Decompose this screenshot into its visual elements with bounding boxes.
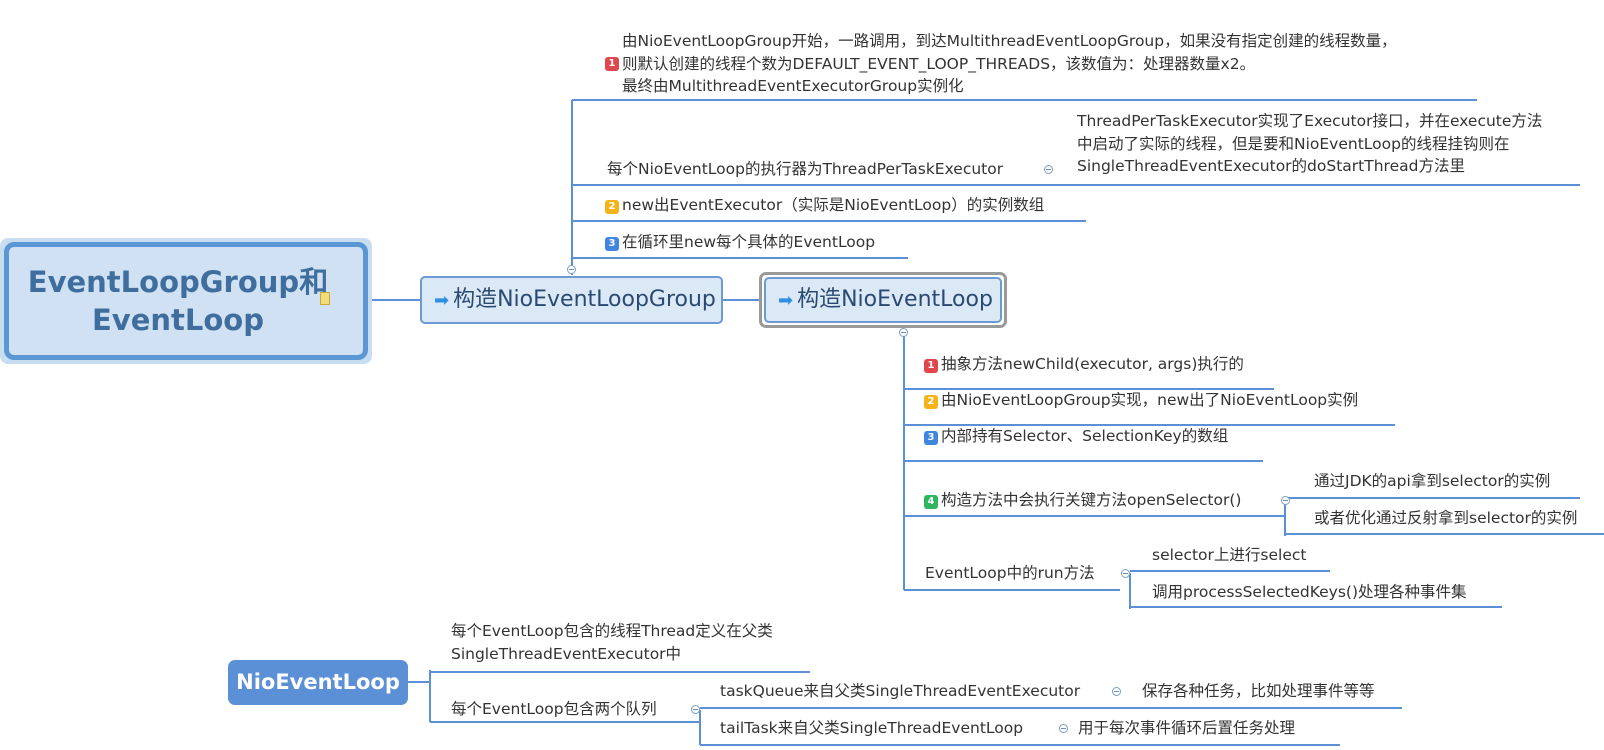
loop-run-a: selector上进行select	[1152, 546, 1307, 564]
marker-1-icon: 1	[605, 57, 619, 71]
nio-task-queue: taskQueue来自父类SingleThreadEventExecutor	[720, 682, 1081, 700]
group-step1-text: 由NioEventLoopGroup开始，一路调用，到达MultithreadE…	[622, 32, 1397, 95]
loop-step4-text: 构造方法中会执行关键方法openSelector()	[941, 491, 1242, 509]
collapse-queues-icon[interactable]	[691, 705, 700, 714]
collapse-group-icon[interactable]	[567, 265, 576, 274]
group-executor-detail: ThreadPerTaskExecutor实现了Executor接口，并在exe…	[1077, 112, 1543, 175]
loop-step4-a: 通过JDK的api拿到selector的实例	[1314, 472, 1551, 490]
loop-run-b: 调用processSelectedKeys()处理各种事件集	[1152, 583, 1467, 601]
marker-3-icon: 3	[605, 237, 619, 251]
loop-step4-b: 或者优化通过反射拿到selector的实例	[1314, 509, 1578, 527]
collapse-executor-icon[interactable]	[1044, 165, 1053, 174]
group-step2-text: new出EventExecutor（实际是NioEventLoop）的实例数组	[622, 196, 1045, 214]
selection-frame	[759, 272, 1007, 328]
marker-2-icon: 2	[924, 395, 938, 409]
marker-1-icon: 1	[924, 359, 938, 373]
topic-construct-loop-label: 构造NioEventLoop	[797, 287, 993, 312]
loop-run-text: EventLoop中的run方法	[925, 564, 1095, 582]
note-icon[interactable]	[320, 292, 330, 305]
group-executor-text: 每个NioEventLoop的执行器为ThreadPerTaskExecutor	[607, 160, 1004, 178]
nio-thread-def: 每个EventLoop包含的线程Thread定义在父类 SingleThread…	[451, 622, 773, 663]
loop-step2-text: 由NioEventLoopGroup实现，new出了NioEventLoop实例	[941, 391, 1359, 409]
nio-tail-task-desc: 用于每次事件循环后置任务处理	[1078, 719, 1296, 737]
group-step3-text: 在循环里new每个具体的EventLoop	[622, 233, 876, 251]
arrow-right-icon: ➡	[778, 290, 794, 311]
marker-4-icon: 4	[924, 495, 938, 509]
nio-event-loop-topic[interactable]: NioEventLoop	[228, 660, 408, 705]
loop-step3-text: 内部持有Selector、SelectionKey的数组	[941, 427, 1229, 445]
marker-3-icon: 3	[924, 431, 938, 445]
root-title-line1: EventLoopGroup和	[27, 265, 329, 299]
nio-task-queue-desc: 保存各种任务，比如处理事件等等	[1142, 682, 1375, 700]
arrow-right-icon: ➡	[434, 290, 450, 311]
marker-2-icon: 2	[605, 200, 619, 214]
root-title-line2: EventLoop	[92, 303, 264, 337]
collapse-step4-icon[interactable]	[1281, 496, 1290, 505]
nio-queues-text: 每个EventLoop包含两个队列	[451, 700, 657, 718]
loop-step1-text: 抽象方法newChild(executor, args)执行的	[941, 355, 1244, 373]
topic-construct-loop[interactable]: ➡构造NioEventLoop	[764, 277, 1002, 323]
topic-construct-group-label: 构造NioEventLoopGroup	[453, 287, 716, 312]
collapse-tail-task-icon[interactable]	[1059, 724, 1068, 733]
collapse-task-queue-icon[interactable]	[1112, 687, 1121, 696]
collapse-loop-icon[interactable]	[899, 328, 908, 337]
topic-construct-group[interactable]: ➡构造NioEventLoopGroup	[420, 276, 723, 324]
collapse-run-icon[interactable]	[1121, 569, 1130, 578]
root-topic[interactable]	[4, 242, 368, 360]
nio-tail-task: tailTask来自父类SingleThreadEventLoop	[720, 719, 1024, 737]
